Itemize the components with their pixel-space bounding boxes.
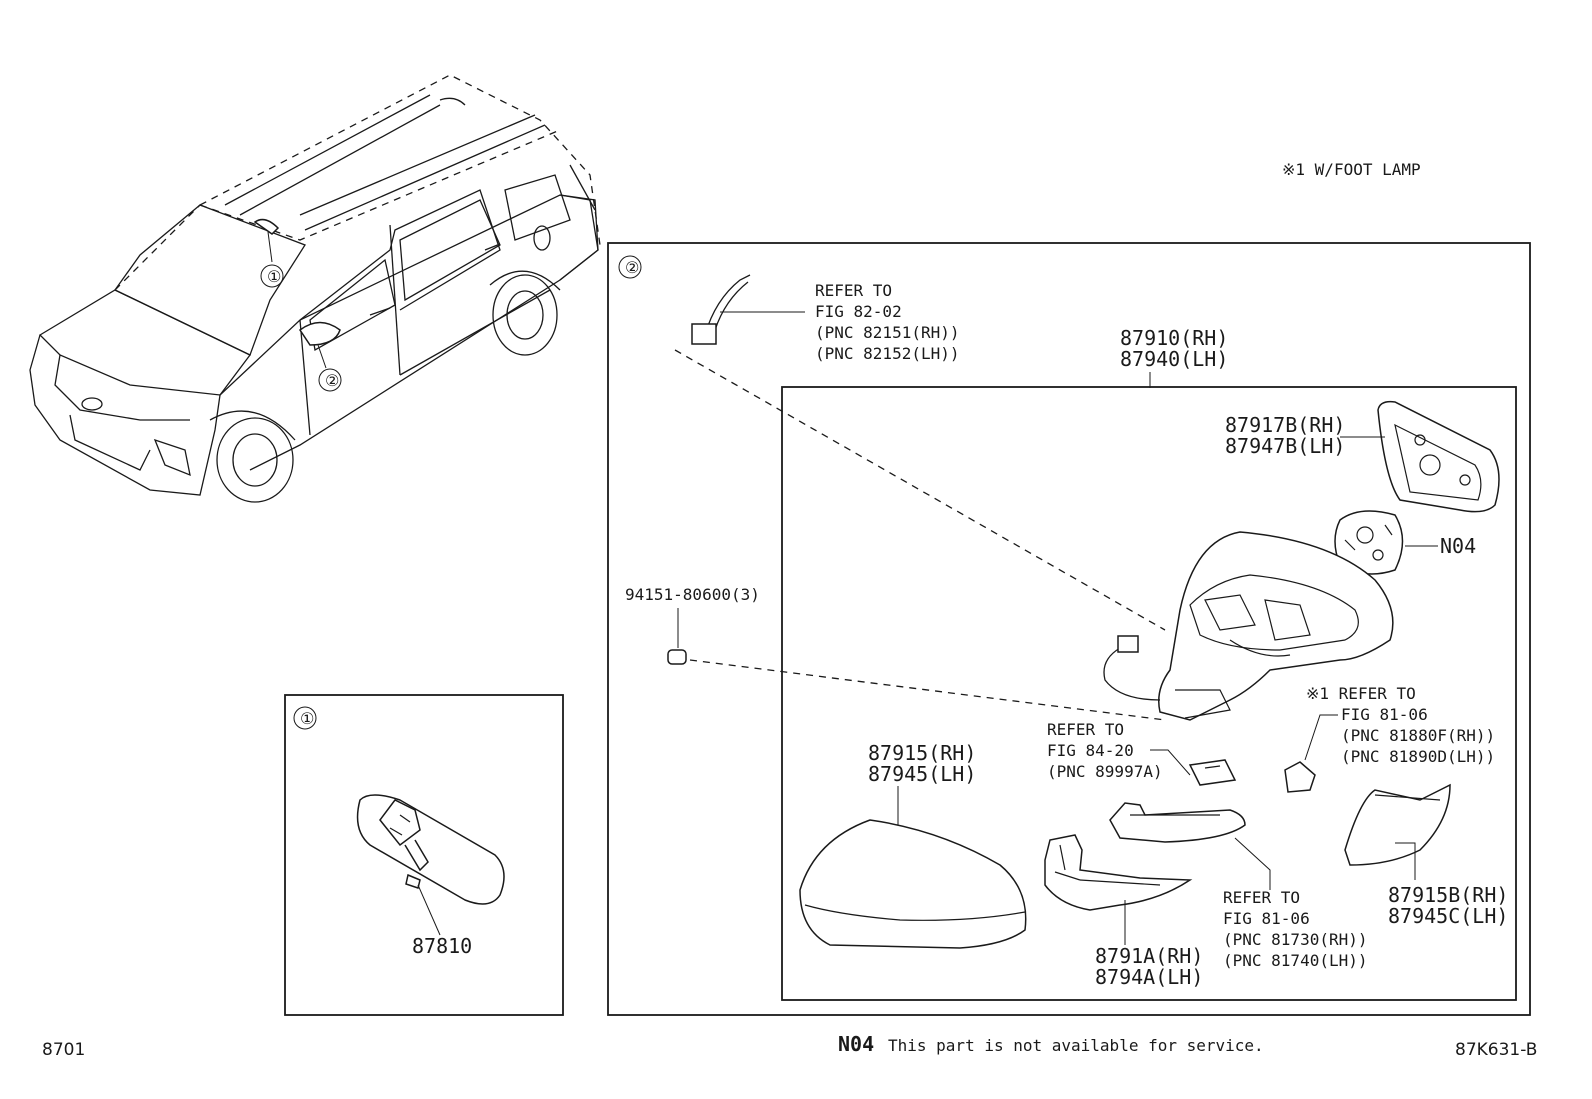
footer-code: 8701 <box>42 1040 85 1060</box>
holder-rh: 87917B(RH) <box>1225 413 1345 437</box>
motor-code: N04 <box>1440 534 1476 558</box>
mirror-cover-part <box>799 819 1027 949</box>
refer-81-06b-line1: REFER TO <box>1223 888 1300 907</box>
clip-part-number: 94151-80600(3) <box>625 585 760 604</box>
part-87810: 87810 <box>412 934 472 958</box>
refer-82-02-line4: (PNC 82152(LH)) <box>815 344 960 363</box>
refer-81-06a-line3: (PNC 81880F(RH)) <box>1341 726 1495 745</box>
refer-82-02-line2: FIG 82-02 <box>815 302 902 321</box>
callout-1-text: ① <box>267 267 281 286</box>
footer-n04-code: N04 <box>838 1032 874 1056</box>
refer-84-20-line1: REFER TO <box>1047 720 1124 739</box>
refer-84-20-line3: (PNC 89997A) <box>1047 762 1163 781</box>
inner-mirror-part <box>356 794 505 905</box>
foot-lamp-note: ※1 W/FOOT LAMP <box>1282 160 1421 179</box>
lower-cover-part <box>1344 783 1451 866</box>
lower-cover-lh: 87945C(LH) <box>1388 904 1508 928</box>
lower-cover-rh: 87915B(RH) <box>1388 883 1508 907</box>
figure-id: 87K631-B <box>1455 1040 1537 1060</box>
callout-2-marker: ② <box>318 368 342 392</box>
footer-n04-text: This part is not available for service. <box>888 1036 1264 1055</box>
vehicle-illustration <box>29 74 601 503</box>
refer-81-06b-line2: FIG 81-06 <box>1223 909 1310 928</box>
turn-lamp-part <box>1109 802 1246 843</box>
base-cover-part <box>1044 834 1193 911</box>
base-cover-lh: 8794A(LH) <box>1095 965 1203 989</box>
box1-marker: ① <box>300 709 314 728</box>
base-cover-rh: 8791A(RH) <box>1095 944 1203 968</box>
refer-84-20-line2: FIG 84-20 <box>1047 741 1134 760</box>
callout-1-marker: ① <box>260 264 284 288</box>
cover-rh: 87915(RH) <box>868 741 976 765</box>
mirror-assy-lh: 87940(LH) <box>1120 347 1228 371</box>
mirror-assy-rh: 87910(RH) <box>1120 326 1228 350</box>
box-inner-mirror: ① 87810 <box>284 694 564 1016</box>
cover-lh: 87945(LH) <box>868 762 976 786</box>
refer-81-06b-line3: (PNC 81730(RH)) <box>1223 930 1368 949</box>
refer-81-06a-line4: (PNC 81890D(LH)) <box>1341 747 1495 766</box>
holder-lh: 87947B(LH) <box>1225 434 1345 458</box>
refer-81-06a-line2: FIG 81-06 <box>1341 705 1428 724</box>
box2-marker: ② <box>625 258 639 277</box>
refer-81-06b-line4: (PNC 81740(LH)) <box>1223 951 1368 970</box>
callout-2-text: ② <box>325 371 339 390</box>
box-outer-mirror: ② REFER TO FIG 82-02 (PNC 82151(RH)) (PN… <box>607 242 1531 1016</box>
refer-81-06a-line1: ※1 REFER TO <box>1306 684 1416 703</box>
refer-82-02-line1: REFER TO <box>815 281 892 300</box>
refer-82-02-line3: (PNC 82151(RH)) <box>815 323 960 342</box>
mirror-body-part <box>1158 531 1394 721</box>
